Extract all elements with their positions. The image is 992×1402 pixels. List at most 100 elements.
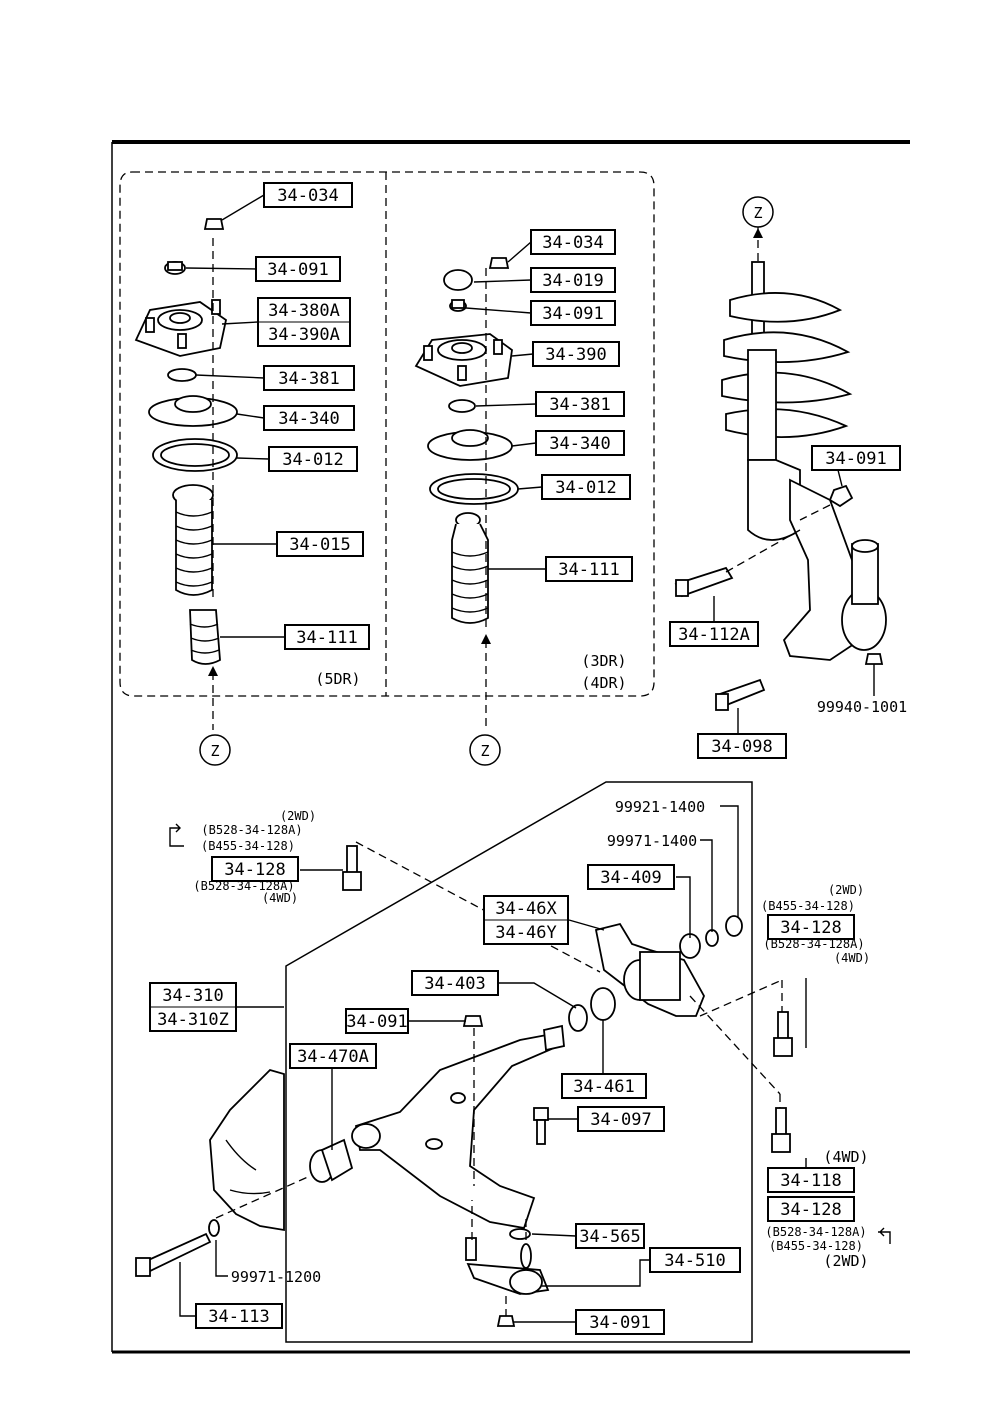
label-34-091-bottom: 34-091 — [575, 1309, 665, 1335]
label-34-340-5dr: 34-340 — [263, 405, 355, 431]
svg-text:34-091: 34-091 — [589, 1313, 650, 1333]
label-34-091-3dr: 34-091 — [530, 300, 616, 326]
note-right-a: (B455-34-128) — [761, 899, 855, 913]
label-34-034-5dr: 34-034 — [263, 182, 353, 208]
svg-text:34-470A: 34-470A — [297, 1047, 369, 1067]
svg-text:34-128: 34-128 — [780, 918, 841, 938]
z-marker-knuckle: Z — [742, 196, 774, 262]
svg-text:34-111: 34-111 — [558, 560, 619, 580]
svg-text:34-113: 34-113 — [208, 1307, 269, 1327]
strut-group-frame — [119, 171, 655, 697]
note-bottom-2wd: (2WD) — [823, 1252, 868, 1270]
note-left-b: (B455-34-128) — [201, 839, 295, 853]
svg-text:34-565: 34-565 — [579, 1227, 640, 1247]
note-right-b: (B528-34-128A) — [763, 937, 864, 951]
label-34-097: 34-097 — [577, 1106, 665, 1132]
label-34-470a: 34-470A — [289, 1043, 377, 1069]
svg-text:34-034: 34-034 — [277, 186, 338, 206]
label-34-091-knuckle: 34-091 — [811, 445, 901, 471]
label-34-128-right: 34-128 — [767, 914, 855, 940]
label-34-118: 34-118 — [767, 1167, 855, 1193]
note-right-2wd: (2WD) — [828, 883, 864, 897]
z-marker-3dr-4dr: Z — [469, 734, 501, 766]
svg-text:34-118: 34-118 — [780, 1171, 841, 1191]
svg-text:34-390: 34-390 — [545, 345, 606, 365]
label-99921-1400: 99921-1400 — [615, 798, 705, 816]
z-marker-5dr: Z — [199, 734, 231, 766]
svg-text:34-019: 34-019 — [542, 271, 603, 291]
label-34-128-bottom: 34-128 — [767, 1196, 855, 1222]
note-left-c: (B528-34-128A) — [193, 879, 294, 893]
lower-arm-group-frame — [285, 781, 753, 1343]
svg-text:Z: Z — [210, 742, 219, 760]
label-34-113: 34-113 — [195, 1303, 283, 1329]
svg-text:34-128: 34-128 — [224, 860, 285, 880]
svg-text:Z: Z — [480, 742, 489, 760]
svg-text:34-340: 34-340 — [549, 434, 610, 454]
label-34-390: 34-390 — [532, 341, 620, 367]
leader-lines — [169, 194, 891, 1323]
label-34-565: 34-565 — [575, 1223, 645, 1249]
svg-text:34-112A: 34-112A — [678, 625, 750, 645]
svg-text:34-091: 34-091 — [346, 1012, 407, 1032]
label-34-381-3dr: 34-381 — [535, 391, 625, 417]
svg-text:34-461: 34-461 — [573, 1077, 634, 1097]
svg-text:34-091: 34-091 — [267, 260, 328, 280]
label-34-310-310z: 34-310 34-310Z — [149, 982, 237, 1032]
note-bottom-b: (B455-34-128) — [769, 1239, 863, 1253]
svg-text:34-510: 34-510 — [664, 1251, 725, 1271]
note-bolt-4wd: (4WD) — [823, 1148, 868, 1166]
note-left-4wd: (4WD) — [262, 891, 298, 905]
svg-text:34-128: 34-128 — [780, 1200, 841, 1220]
svg-text:34-381: 34-381 — [278, 369, 339, 389]
svg-text:34-380A: 34-380A — [268, 301, 340, 321]
svg-text:34-46X: 34-46X — [495, 899, 557, 919]
label-34-019: 34-019 — [530, 267, 616, 293]
label-99940-1001: 99940-1001 — [817, 698, 907, 716]
label-34-128-left: 34-128 — [211, 856, 299, 882]
strut-knuckle-illustration — [674, 261, 887, 711]
label-34-409: 34-409 — [587, 864, 675, 890]
label-34-091-arm: 34-091 — [345, 1008, 409, 1034]
lower-arm-illustration — [135, 841, 793, 1327]
svg-text:34-409: 34-409 — [600, 868, 661, 888]
svg-text:34-091: 34-091 — [542, 304, 603, 324]
label-34-012-5dr: 34-012 — [268, 446, 358, 472]
label-34-403: 34-403 — [411, 970, 499, 996]
label-99971-1400: 99971-1400 — [607, 832, 697, 850]
label-34-012-3dr: 34-012 — [541, 474, 631, 500]
svg-text:34-034: 34-034 — [542, 233, 603, 253]
label-34-461: 34-461 — [561, 1073, 647, 1099]
svg-text:34-012: 34-012 — [282, 450, 343, 470]
label-34-111-3dr: 34-111 — [545, 556, 633, 582]
svg-text:34-310Z: 34-310Z — [157, 1010, 229, 1030]
variant-5dr: (5DR) — [315, 670, 360, 688]
label-34-340-3dr: 34-340 — [535, 430, 625, 456]
svg-text:34-381: 34-381 — [549, 395, 610, 415]
label-34-015: 34-015 — [276, 531, 364, 557]
strut-3dr-4dr-illustration — [414, 257, 519, 730]
svg-text:34-403: 34-403 — [424, 974, 485, 994]
label-99971-1200: 99971-1200 — [231, 1268, 321, 1286]
svg-text:34-012: 34-012 — [555, 478, 616, 498]
svg-text:Z: Z — [753, 204, 762, 222]
variant-4dr: (4DR) — [581, 674, 626, 692]
note-left-2wd: (2WD) — [280, 809, 316, 823]
variant-3dr: (3DR) — [581, 652, 626, 670]
label-34-034-3dr: 34-034 — [530, 229, 616, 255]
svg-text:34-098: 34-098 — [711, 737, 772, 757]
svg-text:34-310: 34-310 — [162, 986, 223, 1006]
svg-text:34-097: 34-097 — [590, 1110, 651, 1130]
label-34-46x-46y: 34-46X 34-46Y — [483, 895, 569, 945]
strut-5dr-illustration — [134, 218, 238, 730]
note-bottom-a: (B528-34-128A) — [765, 1225, 866, 1239]
label-34-091-5dr: 34-091 — [255, 256, 341, 282]
label-34-112a: 34-112A — [669, 621, 759, 647]
label-34-510: 34-510 — [649, 1247, 741, 1273]
svg-text:34-46Y: 34-46Y — [495, 923, 556, 943]
note-left-a: (B528-34-128A) — [201, 823, 302, 837]
label-34-098: 34-098 — [697, 733, 787, 759]
